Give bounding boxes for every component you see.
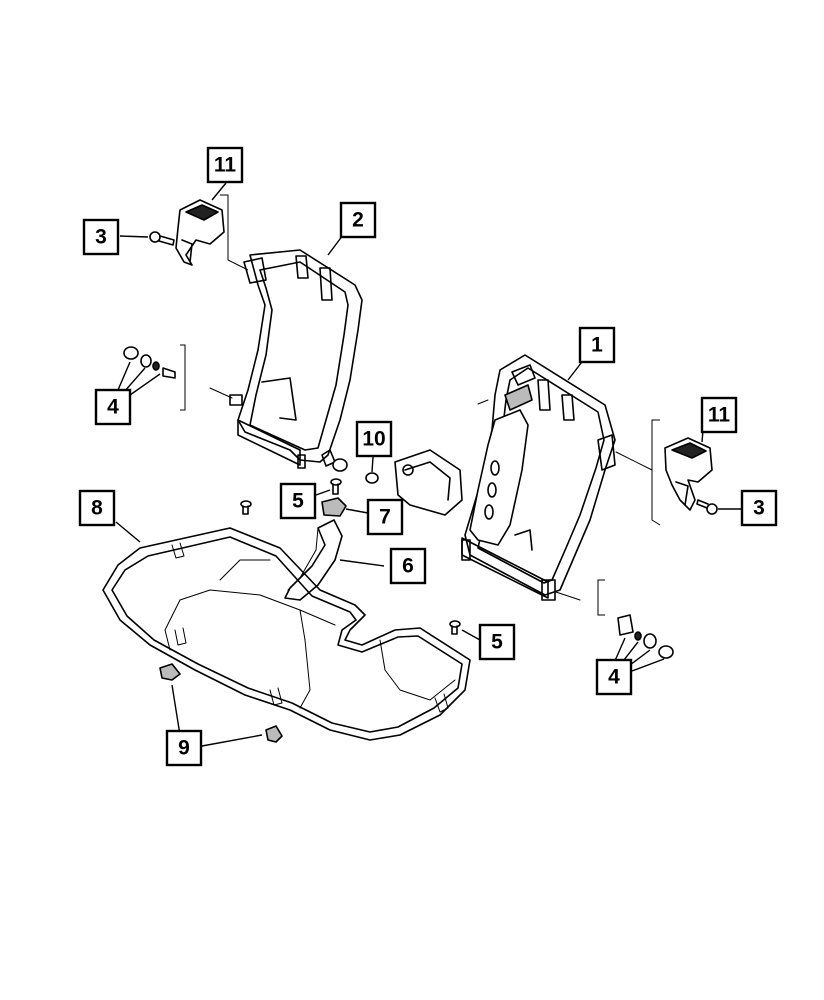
callout-9: 9 (165, 729, 203, 767)
screw-right (696, 499, 718, 515)
svg-text:2: 2 (352, 209, 364, 232)
leader-lines (115, 182, 742, 747)
svg-text:3: 3 (753, 497, 765, 520)
bolt-upper (330, 478, 342, 495)
svg-text:3: 3 (95, 226, 107, 249)
callout-4-left: 4 (94, 388, 132, 426)
callout-3-left: 3 (82, 218, 120, 256)
svg-text:10: 10 (362, 428, 385, 451)
latch-release-left (175, 199, 225, 266)
latch-release-right (664, 437, 713, 511)
screw-left (149, 231, 175, 246)
svg-text:11: 11 (708, 404, 731, 427)
callout-8: 8 (78, 489, 116, 527)
callout-1: 1 (578, 326, 616, 364)
bushings (332, 458, 379, 484)
callout-5-lower: 5 (478, 623, 516, 661)
retainer-clip-right (265, 725, 283, 743)
seatback-frame-right (394, 354, 616, 601)
svg-text:4: 4 (107, 396, 119, 419)
callout-4-right: 4 (595, 658, 633, 696)
callout-11-right: 11 (700, 396, 738, 434)
callout-6: 6 (389, 547, 427, 585)
clip (321, 497, 347, 517)
callout-2: 2 (339, 201, 377, 239)
bolt-small (240, 500, 252, 515)
pivot-kit-right (617, 614, 674, 659)
svg-text:11: 11 (214, 154, 237, 177)
svg-text:5: 5 (491, 631, 503, 654)
callout-7: 7 (366, 498, 404, 536)
svg-text:1: 1 (591, 334, 603, 357)
pivot-kit-left (123, 346, 176, 379)
callout-5-upper: 5 (279, 482, 317, 520)
callout-11-left: 11 (206, 146, 244, 184)
svg-text:6: 6 (402, 555, 414, 578)
svg-text:7: 7 (379, 506, 391, 529)
callout-3-right: 3 (740, 489, 778, 527)
svg-text:4: 4 (608, 666, 620, 689)
bolt-lower (449, 620, 461, 635)
svg-text:8: 8 (91, 497, 103, 520)
center-bracket (284, 519, 343, 601)
svg-text:9: 9 (178, 737, 190, 760)
retainer-clip-left (159, 663, 181, 681)
callout-10: 10 (355, 420, 393, 458)
seatback-frame-left (209, 249, 363, 469)
cushion-wire-frame (102, 527, 471, 741)
svg-text:5: 5 (292, 490, 304, 513)
